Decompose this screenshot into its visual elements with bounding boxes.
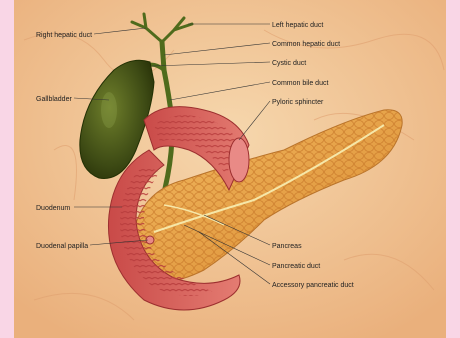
label-left-hepatic-duct: Left hepatic duct xyxy=(272,22,323,29)
label-accessory-pancreatic-duct: Accessory pancreatic duct xyxy=(272,282,354,289)
label-right-hepatic-duct: Right hepatic duct xyxy=(36,32,92,39)
label-pancreas: Pancreas xyxy=(272,243,302,250)
label-common-hepatic-duct: Common hepatic duct xyxy=(272,41,340,48)
label-cystic-duct: Cystic duct xyxy=(272,60,306,67)
label-duodenum: Duodenum xyxy=(36,205,70,212)
label-gallbladder: Gallbladder xyxy=(36,96,72,103)
anatomy-illustration: Left hepatic duct Right hepatic duct Com… xyxy=(14,0,446,338)
gallbladder-highlight xyxy=(101,92,117,128)
anatomy-illustration-panel: Left hepatic duct Right hepatic duct Com… xyxy=(14,0,446,338)
label-pyloric-sphincter: Pyloric sphincter xyxy=(272,99,324,106)
pyloric-sphincter-ring xyxy=(229,138,249,182)
label-duodenal-papilla: Duodenal papilla xyxy=(36,243,88,250)
label-pancreatic-duct: Pancreatic duct xyxy=(272,263,320,270)
label-common-bile-duct: Common bile duct xyxy=(272,80,328,87)
